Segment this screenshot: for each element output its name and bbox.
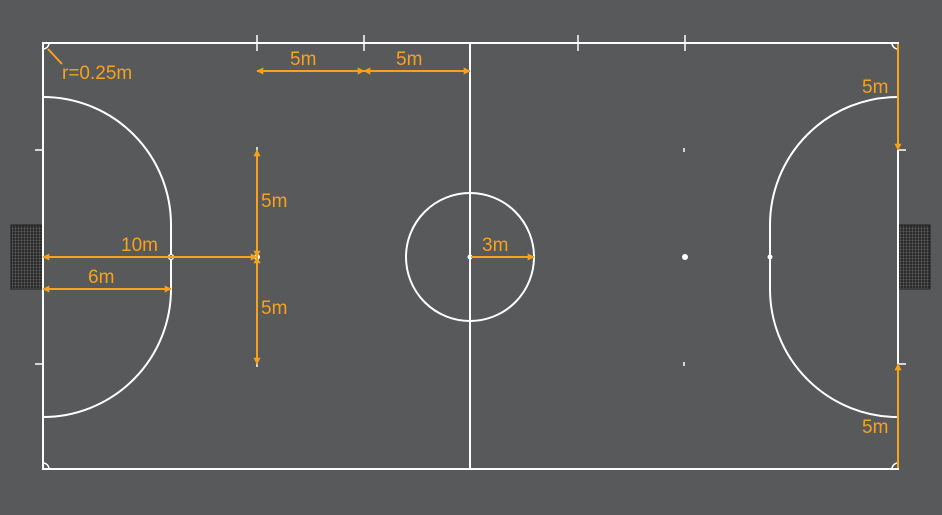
right-second-penalty-mark	[682, 254, 688, 260]
right-top-label: 5m	[862, 77, 888, 98]
corner-radius-label: r=0.25m	[62, 63, 132, 84]
right-penalty-mark	[767, 254, 773, 260]
spot-down-label: 5m	[261, 298, 287, 319]
sub-zone-label-1: 5m	[290, 49, 316, 70]
penalty-mark-label: 6m	[88, 267, 114, 288]
center-spot	[467, 254, 473, 260]
left-goal	[10, 224, 44, 290]
corner-radius-leader	[47, 48, 63, 65]
spot-up-label: 5m	[261, 191, 287, 212]
center-radius-label: 3m	[482, 235, 508, 256]
substitution-zone-marks	[256, 35, 686, 51]
right-bottom-label: 5m	[862, 417, 888, 438]
sub-zone-label-2: 5m	[396, 49, 422, 70]
right-goal	[897, 224, 931, 290]
second-penalty-label: 10m	[121, 235, 158, 256]
